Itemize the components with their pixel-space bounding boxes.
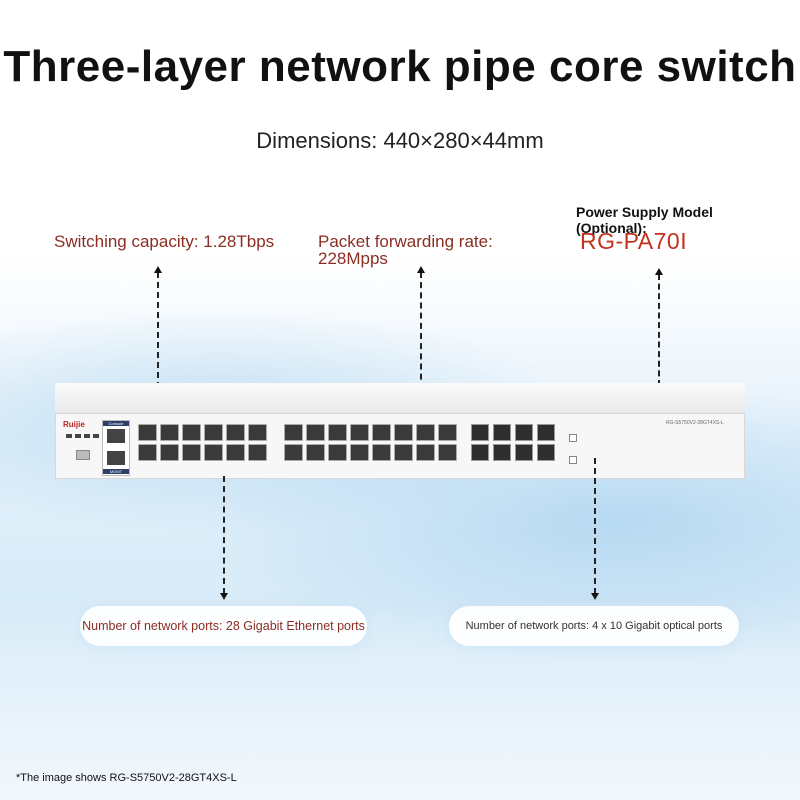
rj45-port-icon — [226, 444, 245, 461]
rj45-port-icon — [438, 424, 457, 441]
mgmt-label: MGMT — [103, 469, 129, 474]
rj45-port-icon — [350, 424, 369, 441]
rj45-port-icon — [416, 424, 435, 441]
rj45-port-icon — [204, 444, 223, 461]
switch-front-panel: Ruijie Console MGMT RG-S5750V2-28GT4XS-L — [55, 413, 745, 479]
rj45-port-icon — [328, 444, 347, 461]
rj45-port-icon — [284, 424, 303, 441]
switch-top-panel — [55, 383, 745, 413]
arrow-switching-capacity — [154, 266, 162, 398]
rj45-port-icon — [248, 444, 267, 461]
rj45-port-icon — [138, 424, 157, 441]
dimensions-text: Dimensions: 440×280×44mm — [256, 128, 544, 153]
rj45-port-icon — [416, 444, 435, 461]
rj45-port-icon — [226, 424, 245, 441]
rj45-port-icon — [328, 424, 347, 441]
ethernet-ports-group-2 — [284, 424, 457, 461]
rj45-port-icon — [306, 444, 325, 461]
rj45-port-icon — [394, 424, 413, 441]
arrow-power-supply — [655, 268, 663, 386]
rj45-port-icon — [372, 424, 391, 441]
sfp-port-icon — [471, 444, 489, 461]
rj45-port-icon — [138, 444, 157, 461]
rj45-port-icon — [160, 444, 179, 461]
rj45-port-icon — [350, 444, 369, 461]
sfp-port-icon — [471, 424, 489, 441]
sfp-ports-group — [471, 424, 556, 461]
rj45-port-icon — [306, 424, 325, 441]
ethernet-ports-text: Number of network ports: 28 Gigabit Ethe… — [82, 619, 365, 633]
sfp-port-icon — [537, 444, 555, 461]
rj45-port-icon — [160, 424, 179, 441]
console-mgmt-panel: Console MGMT — [102, 420, 130, 476]
rj45-port-icon — [248, 424, 267, 441]
switching-capacity-text: Switching capacity: 1.28Tbps — [54, 232, 275, 251]
rj45-port-icon — [284, 444, 303, 461]
sfp-port-icon — [493, 444, 511, 461]
sfp-port-icon — [537, 424, 555, 441]
switching-capacity-box: Switching capacity: 1.28Tbps — [42, 222, 292, 260]
forwarding-rate-box: Packet forwarding rate: 228Mpps — [306, 218, 546, 267]
rj45-port-icon — [372, 444, 391, 461]
arrow-optical-ports — [591, 458, 599, 600]
ethernet-ports-pill: Number of network ports: 28 Gigabit Ethe… — [80, 606, 367, 646]
power-supply-box: Power Supply Model (Optional): RG-PA70I — [570, 190, 756, 260]
led-icon — [93, 434, 99, 438]
led-icon — [66, 434, 72, 438]
rj45-port-icon — [204, 424, 223, 441]
power-supply-model: RG-PA70I — [580, 228, 688, 254]
power-supply-label: Power Supply Model (Optional): — [576, 204, 713, 236]
footnote: *The image shows RG-S5750V2-28GT4XS-L — [16, 772, 237, 784]
arrow-forwarding-rate — [417, 266, 425, 400]
optical-ports-text: Number of network ports: 4 x 10 Gigabit … — [465, 620, 723, 632]
sfp-port-icon — [515, 424, 533, 441]
indicator-led — [569, 456, 577, 464]
led-icon — [84, 434, 90, 438]
rj45-port-icon — [438, 444, 457, 461]
mgmt-port-icon — [107, 451, 125, 465]
optical-ports-pill: Number of network ports: 4 x 10 Gigabit … — [449, 606, 739, 646]
rj45-port-icon — [182, 444, 201, 461]
console-label: Console — [103, 421, 129, 426]
indicator-led — [569, 434, 577, 442]
rj45-port-icon — [182, 424, 201, 441]
device-model-label: RG-S5750V2-28GT4XS-L — [666, 420, 724, 426]
arrow-ethernet-ports — [220, 476, 228, 600]
led-icon — [75, 434, 81, 438]
ethernet-ports-group-1 — [138, 424, 267, 461]
switch-device-image: Ruijie Console MGMT RG-S5750V2-28GT4XS-L — [55, 383, 745, 483]
sfp-port-icon — [515, 444, 533, 461]
page-title: Three-layer network pipe core switch — [3, 42, 797, 91]
console-port-icon — [107, 429, 125, 443]
brand-logo: Ruijie — [63, 420, 85, 429]
sfp-port-icon — [493, 424, 511, 441]
usb-port-icon — [76, 450, 90, 460]
forwarding-rate-text: Packet forwarding rate: 228Mpps — [318, 232, 493, 268]
rj45-port-icon — [394, 444, 413, 461]
